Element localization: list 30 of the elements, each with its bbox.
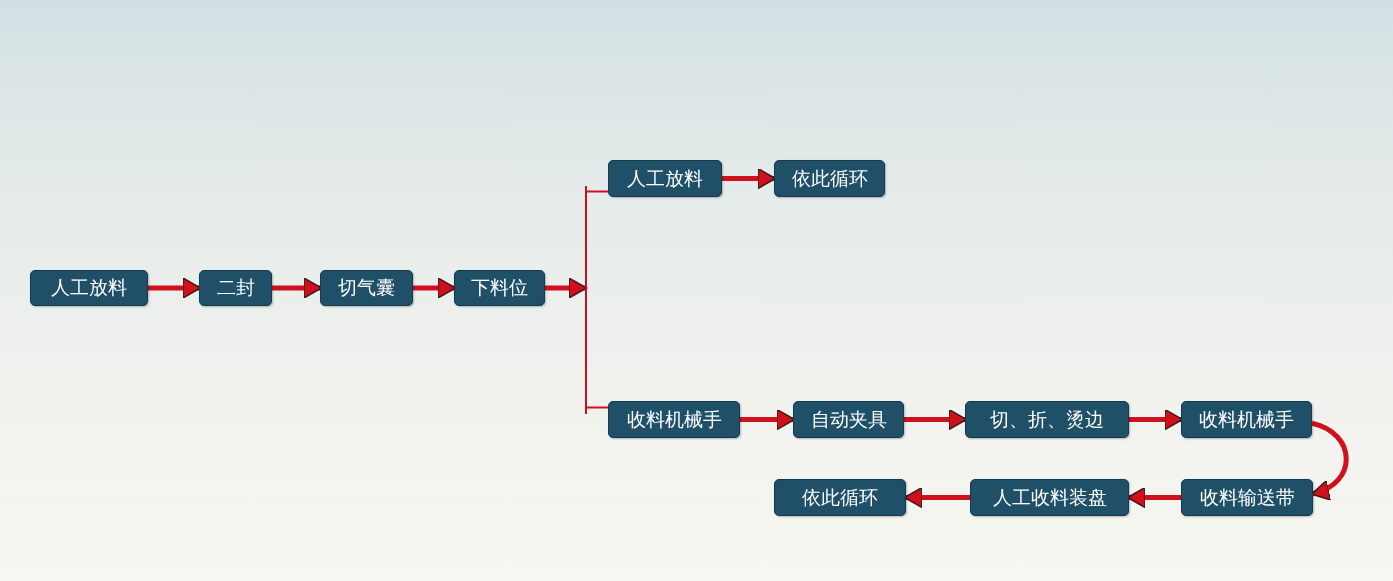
step-label: 人工收料装盘 [992, 484, 1107, 510]
step-label: 依此循环 [791, 165, 868, 191]
step-label: 切气囊 [338, 275, 395, 300]
step-label: 收料机械手 [626, 406, 722, 432]
branch-line [586, 406, 609, 409]
step-label: 依此循环 [802, 484, 878, 510]
process-box [1181, 401, 1312, 438]
process-box [608, 401, 740, 438]
step-label: 下料位 [471, 275, 528, 300]
arrow [545, 277, 588, 299]
step-label: 人工放料 [627, 165, 703, 191]
step-label: 收料输送带 [1199, 484, 1295, 510]
process-box [1181, 479, 1313, 516]
step-label: 人工放料 [51, 275, 127, 300]
process-box [608, 160, 722, 197]
process-box [454, 270, 545, 306]
step-label: 二封 [216, 275, 255, 300]
process-box [965, 401, 1129, 438]
curved-arrow [1310, 420, 1349, 500]
process-box [320, 270, 413, 306]
step-label: 切、折、烫边 [990, 406, 1104, 432]
step-label: 自动夹具 [810, 406, 887, 432]
process-box [970, 479, 1129, 516]
branch-line [586, 190, 609, 193]
process-box [30, 270, 148, 306]
process-box [774, 160, 885, 197]
process-box [774, 479, 906, 516]
step-label: 收料机械手 [1199, 406, 1294, 432]
process-box [199, 270, 272, 306]
process-box [793, 401, 904, 438]
